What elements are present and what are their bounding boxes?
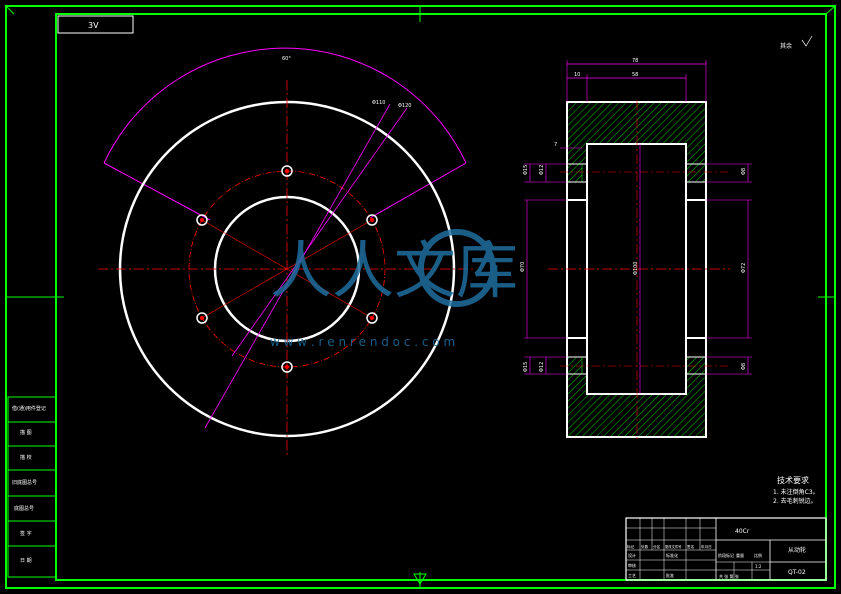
tb-sheet-label: 共 张 第 张 (719, 573, 739, 579)
dia-right-bottom: Φ8 (741, 363, 747, 370)
tb-col-doc: 更改文件号 (665, 544, 682, 549)
tb-scale-value: 1:2 (755, 564, 762, 569)
tb-col-count: 处数 (641, 544, 649, 549)
sheet-frame: 3V 其余 (5, 5, 836, 589)
watermark: 人人文库 w w w . r e n r e n d o c . c o m (270, 229, 518, 349)
tb-part-name: 从动轮 (788, 546, 806, 554)
pitch-circle (188, 170, 386, 368)
strip-label-6: 日 期 (20, 558, 32, 564)
watermark-url: w w w . r e n r e n d o c . c o m (270, 335, 455, 349)
roughness-icon (801, 35, 813, 47)
hole-center (370, 218, 374, 222)
bolt-hole (196, 312, 208, 324)
arc-dimension-text: 60° (282, 56, 291, 62)
dia-left-top-a: Φ15 (523, 165, 529, 175)
dim-step: 10 (574, 72, 580, 78)
hole-center (200, 218, 204, 222)
tech-requirements: 技术要求 1. 未注倒角C3。 2. 去毛刺锐边。 (773, 475, 819, 505)
dia-leader-1 (204, 103, 391, 429)
dia-pcd-2-text: Φ120 (398, 103, 411, 109)
centerline-diagonal (201, 219, 373, 319)
strip-label-3: 旧底图总号 (12, 479, 37, 486)
tb-col-mark: 标记 (627, 544, 635, 549)
tb-material: 40Cr (735, 528, 750, 535)
tb-col-date: 年月日 (701, 544, 712, 549)
section-view: 78 58 10 7 Φ15 Φ12 Φ70 Φ15 Φ12 Φ100 Φ8 Φ… (520, 58, 752, 440)
code-box (57, 15, 134, 34)
arc-extension-left (103, 162, 211, 221)
tech-req-item-1: 1. 未注倒角C3。 (773, 488, 819, 496)
strip-label-2: 描 校 (20, 454, 32, 461)
dia-left-mid: Φ70 (520, 262, 526, 272)
hole-center (370, 316, 374, 320)
tech-req-item-2: 2. 去毛刺锐边。 (773, 497, 817, 505)
arc-dimension-line (103, 47, 467, 164)
bolt-hole (366, 312, 378, 324)
dia-pcd-1-text: Φ110 (372, 100, 385, 106)
left-strip: 借(通)用件登记 描 图 描 校 旧底图总号 底图总号 签 字 日 期 (7, 396, 57, 578)
corner-mark (5, 5, 15, 15)
dia-left-bottom-a: Φ15 (523, 362, 529, 372)
bolt-hole (281, 165, 293, 177)
tb-stage-label: 阶段标记 (718, 552, 734, 558)
dia-left-top-b: Φ12 (539, 165, 545, 175)
title-block-frame (625, 517, 827, 581)
corner-code: 3V (88, 21, 99, 30)
dia-left-bottom-b: Φ12 (539, 362, 545, 372)
bolt-hole (196, 214, 208, 226)
tb-approve-label: 批准 (666, 572, 674, 578)
tech-req-heading: 技术要求 (777, 475, 809, 485)
title-block: 标记 处数 分区 更改文件号 签名 年月日 设计 审核 工艺 标准化 批准 阶段… (625, 517, 827, 581)
dim-total-width: 78 (632, 58, 638, 64)
watermark-brand: 人人文库 (270, 234, 518, 307)
dim-chamfer: 7 (554, 142, 557, 148)
bolt-hole (281, 361, 293, 373)
tb-scale-label: 比例 (754, 552, 762, 558)
hatch-step (685, 163, 707, 183)
hole-center (285, 169, 289, 173)
tb-drawing-no: QT-02 (788, 569, 806, 576)
strip-label-1: 描 图 (20, 429, 32, 436)
orientation-arrow (413, 573, 427, 585)
strip-label-5: 签 字 (20, 530, 32, 537)
arc-extension-right (369, 162, 467, 219)
hatch-step (566, 356, 583, 375)
dim-inner-width: 58 (632, 72, 638, 78)
dia-bore: Φ100 (633, 262, 639, 275)
tb-role-process: 工艺 (628, 573, 636, 578)
tb-role-review: 审核 (628, 562, 636, 568)
dia-leader-2 (231, 107, 408, 357)
corner-mark (825, 5, 836, 15)
strip-label-0: 借(通)用件登记 (12, 405, 46, 412)
strip-label-4: 底图总号 (14, 505, 34, 512)
left-strip-box (7, 396, 57, 578)
hatch-step (566, 163, 583, 183)
tb-col-zone: 分区 (653, 544, 661, 549)
tb-col-sign: 签名 (687, 544, 695, 549)
watermark-logo-icon (418, 229, 496, 307)
roughness-note: 其余 (780, 42, 792, 50)
section-outline (566, 101, 707, 438)
bolt-hole (366, 214, 378, 226)
tb-std-label: 标准化 (666, 552, 678, 558)
hole-center (200, 316, 204, 320)
hatch-step (685, 356, 707, 375)
front-view: 60° Φ110 Φ120 (98, 47, 476, 458)
tb-role-design: 设计 (628, 552, 636, 558)
hole-center (285, 365, 289, 369)
tb-weight-label: 重量 (736, 552, 744, 558)
dia-right-mid: Φ72 (741, 263, 747, 273)
dia-right-top: Φ8 (741, 168, 747, 175)
